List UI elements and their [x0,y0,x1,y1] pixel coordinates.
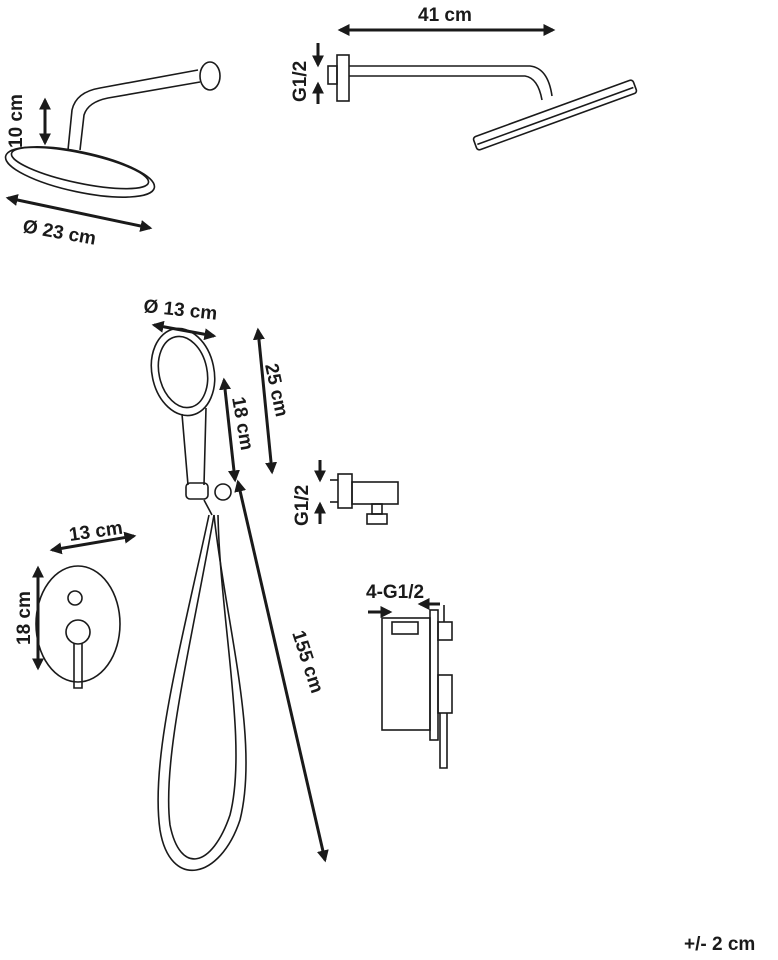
hose-length-arrow [234,479,329,863]
wall-outlet-elbow [330,473,399,525]
head-diameter-label: Ø 23 cm [21,216,97,250]
hand-diameter-arrow [151,320,217,341]
outlet-thread-label: G1/2 [292,485,313,526]
overhead-shower-side-view [327,54,638,151]
plate-width-arrow [49,531,137,555]
valve-thread-label: 4-G1/2 [366,582,424,603]
tolerance-label: +/- 2 cm [684,934,755,955]
mixer-valve-plate [35,565,121,689]
hand-length-arrow [252,327,278,475]
overhead-thread-label: G1/2 [290,61,311,102]
hand-diameter-label: Ø 13 cm [142,296,218,325]
concealed-valve-body [381,605,453,769]
plate-height-label: 18 cm [14,591,35,645]
hose-length-label: 155 cm [287,628,327,696]
handle-length-arrow [219,377,240,483]
arm-height-label: 10 cm [6,94,27,148]
overhead-shower-front-view [4,61,221,198]
head-diameter-arrow [5,194,153,232]
overhead-width-label: 41 cm [418,5,472,26]
plate-width-label: 13 cm [68,518,124,546]
